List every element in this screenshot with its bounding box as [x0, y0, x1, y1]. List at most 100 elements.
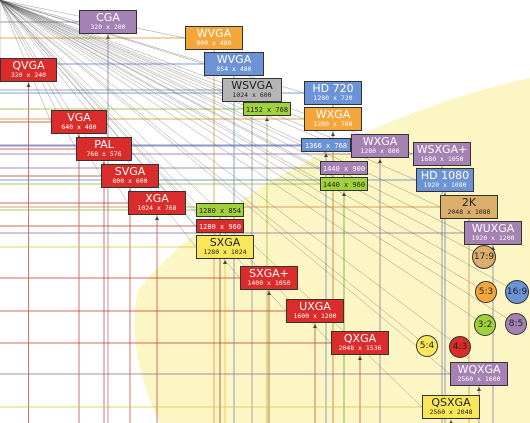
- resolution-name: 1440 x 900: [322, 165, 366, 173]
- arrow-mark: [331, 132, 335, 136]
- aspect-ratio-circle: 5:3: [475, 281, 497, 303]
- resolution-dimensions: 320 x 200: [90, 22, 126, 31]
- ratio-line: [0, 0, 223, 91]
- aspect-ratio-circle: 5:4: [416, 335, 438, 357]
- resolution-box: 1280 x 960: [196, 219, 244, 233]
- ratio-line: [0, 0, 465, 234]
- ratio-line: [0, 0, 302, 146]
- resolution-name: WQXGA: [457, 363, 501, 376]
- aspect-ratio-circle: 17:9: [472, 245, 496, 269]
- resolution-name: SVGA: [114, 165, 146, 178]
- arrow-mark: [155, 216, 159, 220]
- resolution-name: PAL: [94, 138, 114, 151]
- resolution-name: QVGA: [12, 59, 45, 72]
- aspect-ratio-circle: 3:2: [474, 314, 496, 336]
- resolution-name: QSXGA: [431, 396, 471, 409]
- resolution-dimensions: 1400 x 1050: [247, 278, 291, 287]
- ratio-guide-line: [0, 0, 486, 326]
- resolution-name: 1280 x 854: [198, 207, 242, 215]
- resolution-name: 1152 x 768: [245, 106, 289, 114]
- resolution-box: SXGA+1400 x 1050: [240, 266, 298, 290]
- ratio-line: [0, 0, 305, 94]
- ratio-guide-line: [0, 0, 428, 347]
- resolution-name: WXGA: [315, 108, 351, 121]
- resolution-name: WSXGA+: [416, 143, 468, 156]
- resolution-dimensions: 2560 x 1600: [457, 374, 501, 383]
- resolution-name: WVGA: [216, 53, 252, 66]
- resolution-name: XGA: [145, 192, 169, 205]
- aspect-ratio-circle: 16:9: [505, 280, 529, 304]
- ratio-line: [0, 0, 244, 110]
- resolution-name: 2K: [461, 196, 477, 209]
- arrow-mark: [358, 356, 362, 360]
- resolution-dimensions: 854 x 480: [216, 64, 252, 73]
- resolution-box: 1366 x 768: [301, 138, 351, 152]
- resolution-name: 1440 x 960: [322, 181, 366, 189]
- arrow-mark: [477, 387, 481, 391]
- arrow-mark: [449, 420, 453, 423]
- resolution-dimensions: 800 x 480: [196, 38, 232, 47]
- ratio-line: [0, 0, 80, 23]
- resolution-dimensions: 320 x 240: [10, 70, 47, 79]
- resolution-name: WXGA: [362, 135, 398, 148]
- resolution-name: QXGA: [343, 332, 377, 345]
- resolution-name: CGA: [96, 11, 120, 24]
- ratio-guide-line: [0, 0, 518, 293]
- resolution-dimensions: 2048 x 1080: [447, 207, 491, 216]
- resolution-dimensions: 2560 x 2048: [429, 407, 473, 416]
- resolution-dimensions: 800 x 600: [112, 176, 148, 185]
- arrow-mark: [267, 291, 271, 295]
- ratio-guide-line: [0, 0, 487, 293]
- resolution-dimensions: 1280 x 1024: [203, 247, 247, 256]
- resolution-box: 1152 x 768: [243, 102, 291, 116]
- resolution-dimensions: 1600 x 1200: [293, 311, 337, 320]
- arrow-mark: [223, 260, 227, 264]
- resolution-dimensions: 1920 x 1200: [471, 233, 515, 242]
- resolution-box: 1440 x 960: [320, 177, 368, 191]
- resolution-dimensions: 1280 x 720: [313, 93, 353, 102]
- ratio-guide-line: [0, 0, 485, 258]
- ratio-line: [0, 0, 197, 211]
- resolution-dimensions: 1024 x 768: [137, 203, 177, 212]
- resolution-name: HD 1080: [420, 169, 470, 182]
- aspect-ratio-circle: 8:5: [505, 313, 527, 335]
- ratio-guide-line: [0, 0, 517, 325]
- resolution-dimensions: 1280 x 800: [360, 146, 400, 155]
- resolution-name: UXGA: [299, 300, 331, 313]
- resolution-name: HD 720: [312, 82, 354, 95]
- resolution-name: SXGA: [209, 236, 241, 249]
- resolution-name: 1366 x 768: [304, 142, 348, 150]
- resolution-dimensions: 1680 x 1050: [420, 154, 464, 163]
- resolution-box: 1280 x 854: [196, 203, 244, 217]
- arrow-mark: [106, 35, 110, 39]
- arrow-mark: [324, 153, 328, 157]
- resolution-name: VGA: [67, 111, 91, 124]
- resolution-dimensions: 640 x 480: [61, 122, 97, 131]
- resolution-name: WSVGA: [231, 79, 273, 92]
- resolution-name: 1280 x 960: [198, 223, 242, 231]
- ratio-line: [0, 0, 287, 312]
- resolution-name: WVGA: [196, 27, 232, 40]
- arrow-mark: [26, 83, 31, 87]
- resolution-dimensions: 1920 x 1080: [423, 180, 467, 189]
- resolution-box: 1440 x 900: [320, 161, 368, 175]
- resolution-box: WSXGA+1680 x 1050: [413, 142, 471, 166]
- ratio-line: [0, 0, 451, 375]
- ratio-line: [0, 0, 321, 169]
- resolution-name: SXGA+: [249, 267, 289, 280]
